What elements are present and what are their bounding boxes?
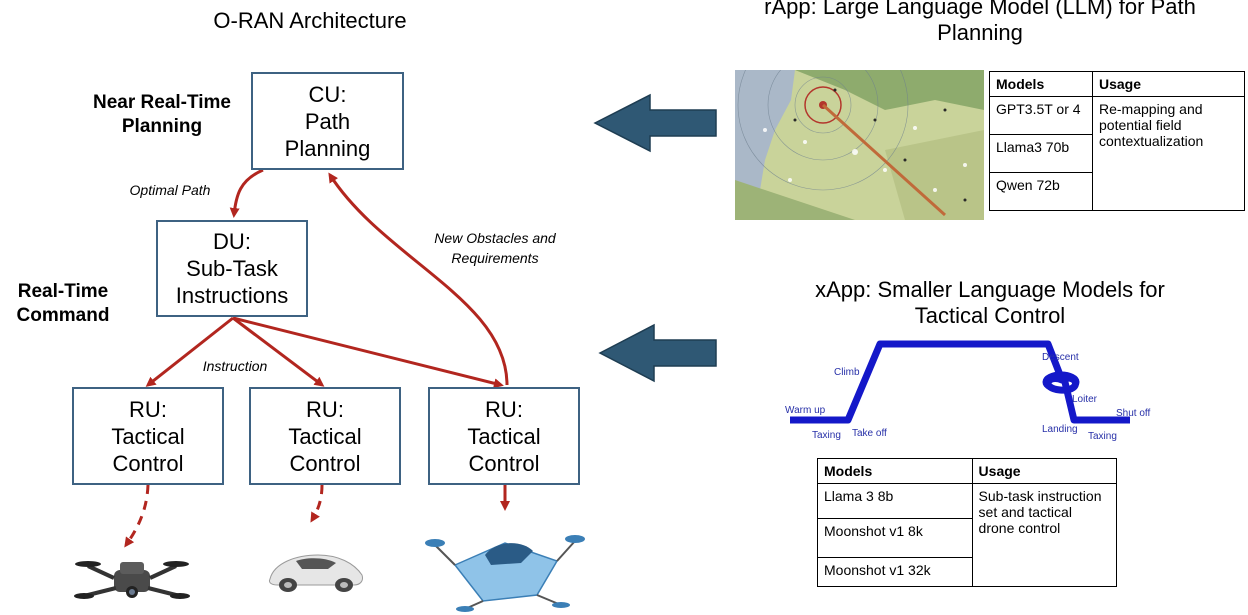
ru-box-3: RU: Tactical Control [428,387,580,485]
xapp-model-cell: Moonshot v1 32k [817,557,973,587]
ru-box-2: RU: Tactical Control [249,387,401,485]
phase-label: Climb [834,367,860,378]
phase-label: Shut off [1116,408,1151,419]
real-time-label: Real-Time Command [16,281,110,326]
ru-line3: Control [468,450,540,476]
instruction-arrow-1 [145,316,234,387]
near-real-time-label: Near Real-Time Planning [93,92,231,137]
new-obstacles-arrow [328,172,509,386]
optimal-path-arrow [229,168,264,218]
ru-line3: Control [112,450,184,476]
rapp-table-header-models: Models [989,71,1093,97]
cu-line2: Path [304,108,351,134]
xapp-table-header-models: Models [817,458,973,484]
big-arrow-rapp [593,93,717,153]
du-box: DU: Sub-Task Instructions [156,220,308,317]
new-obstacles-label: New Obstacles and Requirements [434,230,556,266]
rapp-table-header-usage: Usage [1092,71,1245,97]
xapp-table-header-usage: Usage [971,458,1118,484]
cu-box: CU: Path Planning [251,72,404,170]
oran-title: O-RAN Architecture [213,8,407,33]
ru-line1: RU: [485,396,523,422]
xapp-title: xApp: Smaller Language Models for Tactic… [815,277,1165,328]
flight-path-map [735,70,984,220]
rapp-model-cell: GPT3.5T or 4 [989,96,1093,135]
cu-line3: Planning [284,135,371,161]
ru-line1: RU: [306,396,344,422]
phase-label: Warm up [785,405,826,416]
ru-line2: Tactical [467,423,541,449]
xapp-model-cell: Llama 3 8b [817,483,973,519]
big-arrow-xapp [598,323,717,383]
instruction-label: Instruction [202,358,268,374]
air-taxi-icon [425,535,585,612]
xapp-model-cell: Moonshot v1 8k [817,518,973,558]
cu-line1: CU: [308,81,347,107]
rapp-usage-cell: Re-mapping and potential field contextua… [1092,96,1245,211]
ru-box-1: RU: Tactical Control [72,387,224,485]
dashed-arrow-2 [310,484,324,523]
ru-line2: Tactical [288,423,362,449]
du-line2: Sub-Task [186,256,278,281]
phase-label: Taxing [1088,431,1117,442]
optimal-path-label: Optimal Path [129,182,211,198]
ru-line1: RU: [129,396,167,422]
rapp-model-cell: Qwen 72b [989,172,1093,211]
instruction-arrow-2 [232,316,325,387]
flight-profile-diagram: Warm up Taxing Take off Climb Descent Lo… [785,340,1151,442]
rapp-model-cell: Llama3 70b [989,134,1093,173]
car-icon [269,554,363,592]
xapp-models-table: Models Usage Llama 3 8b Sub-task instruc… [817,458,1118,587]
du-line1: DU: [213,229,251,254]
xapp-usage-cell: Sub-task instruction set and tactical dr… [971,483,1118,587]
phase-label: Take off [852,428,887,439]
phase-label: Descent [1042,352,1079,363]
phase-label: Landing [1042,424,1078,435]
instruction-arrow-3 [232,316,504,389]
drone-icon [74,561,190,599]
dashed-arrow-1 [124,484,150,548]
phase-label: Loiter [1072,394,1098,405]
du-line3: Instructions [175,283,289,308]
ru-line3: Control [289,450,361,476]
phase-label: Taxing [812,430,841,441]
rapp-models-table: Models Usage GPT3.5T or 4 Re-mapping and… [989,71,1245,211]
ru-line2: Tactical [111,423,185,449]
rapp-title: rApp: Large Language Model (LLM) for Pat… [764,0,1196,45]
